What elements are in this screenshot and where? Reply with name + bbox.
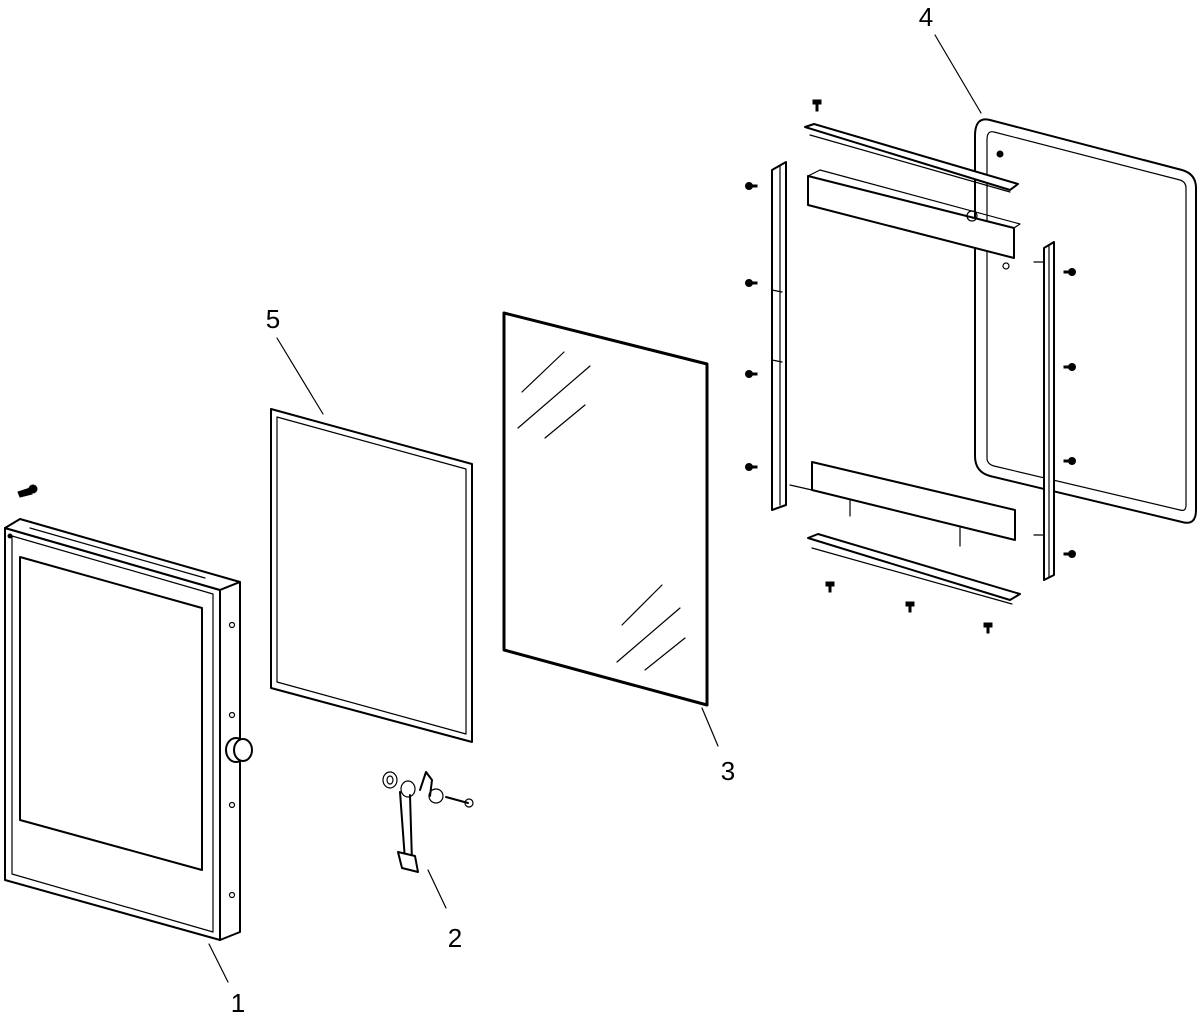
screw-part-1	[17, 484, 38, 498]
part-2-hinge-latch	[382, 771, 474, 873]
part-5-gasket-frame	[270, 408, 473, 743]
leader-line-1	[208, 943, 229, 983]
part-3-glass-pane	[502, 311, 709, 707]
callout-4: 4	[919, 2, 933, 32]
callout-5: 5	[266, 304, 280, 334]
part-1-door-frame	[4, 518, 253, 941]
callout-1: 1	[231, 988, 245, 1018]
leader-line-5	[276, 337, 324, 415]
screws-assembly	[745, 99, 1076, 634]
leader-lines	[208, 34, 982, 983]
leader-line-4	[934, 34, 982, 114]
leader-line-2	[427, 869, 447, 909]
callout-2: 2	[448, 923, 462, 953]
leader-line-3	[701, 707, 719, 747]
part-4-rear-frame-assembly	[771, 118, 1197, 605]
callout-3: 3	[721, 756, 735, 786]
